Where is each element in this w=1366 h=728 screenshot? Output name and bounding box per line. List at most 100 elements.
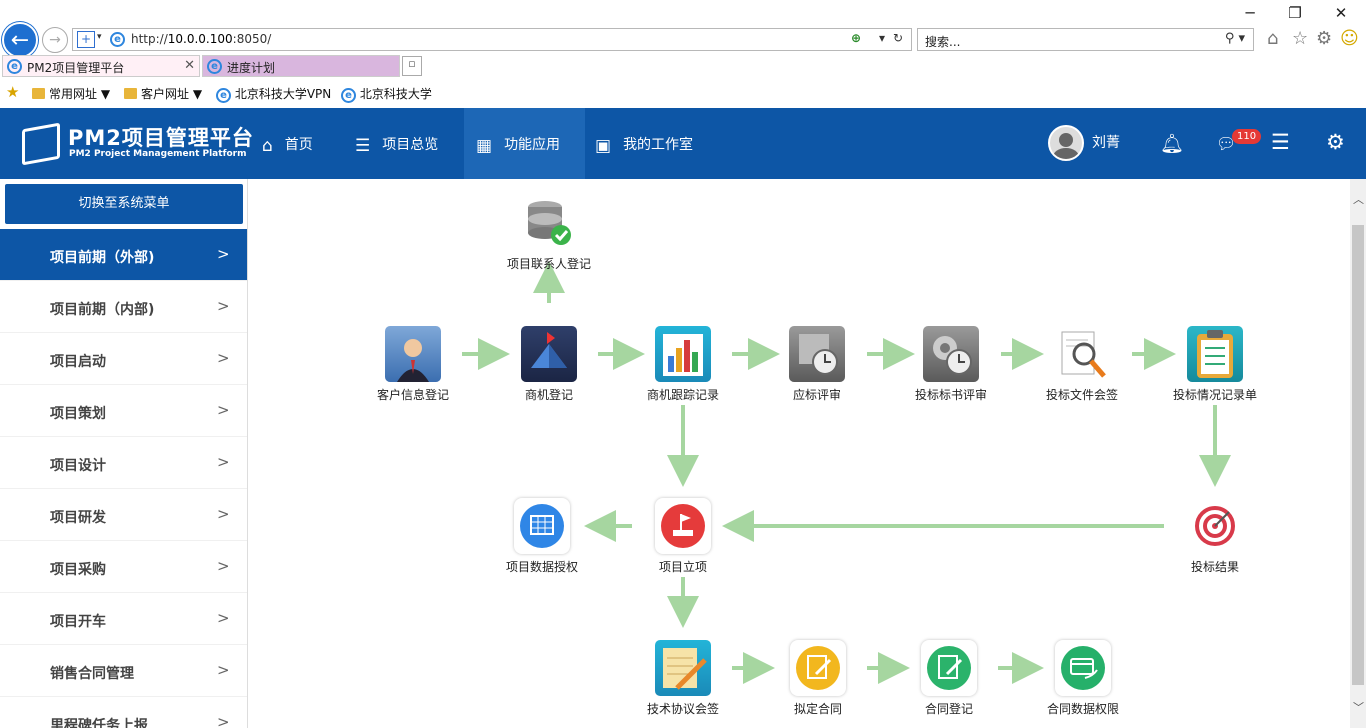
- refresh-icon[interactable]: ↻: [893, 31, 904, 45]
- fav-common-sites[interactable]: 常用网址 ▼: [32, 85, 110, 102]
- edit-document-icon: [790, 640, 846, 696]
- message-icon[interactable]: 💬︎: [1216, 134, 1237, 153]
- node-caption: 项目数据授权: [505, 560, 578, 574]
- sidebar-item-sales-contract[interactable]: 销售合同管理>: [0, 645, 247, 697]
- folder-icon: [124, 88, 137, 99]
- addon-icon[interactable]: ⊕: [851, 31, 862, 45]
- node-data-authorization[interactable]: 项目数据授权: [482, 498, 602, 575]
- nav-home[interactable]: ⌂首页: [262, 136, 313, 156]
- switch-system-menu-button[interactable]: 切换至系统菜单: [5, 184, 243, 224]
- new-tab-button[interactable]: ▫: [402, 56, 422, 76]
- tab-bar: e PM2项目管理平台 ✕ e 进度计划 ▫: [0, 55, 1366, 77]
- search-box[interactable]: 搜索... ⚲ ▾: [917, 28, 1254, 51]
- node-contract-permission[interactable]: 合同数据权限: [1023, 640, 1143, 717]
- node-project-setup[interactable]: 项目立项: [623, 498, 743, 575]
- url-text[interactable]: http://10.0.0.100:8050/: [131, 32, 272, 46]
- ie-icon: e: [216, 88, 231, 103]
- node-caption: 客户信息登记: [376, 388, 449, 402]
- node-caption: 商机跟踪记录: [646, 388, 719, 402]
- node-caption: 商机登记: [524, 388, 573, 402]
- scrollbar-thumb[interactable]: [1352, 225, 1364, 685]
- favorites-bar: ★ 常用网址 ▼ 客户网址 ▼ e 北京科技大学VPN e 北京科技大学: [0, 80, 1366, 106]
- app-logo[interactable]: PM2项目管理平台 PM2 Project Management Platfor…: [22, 122, 253, 168]
- menu-icon[interactable]: ☰: [1271, 130, 1290, 154]
- vertical-scrollbar[interactable]: ︿ ﹀: [1350, 179, 1366, 728]
- node-bid-doc-review[interactable]: 投标标书评审: [891, 326, 1011, 403]
- node-caption: 合同数据权限: [1046, 702, 1119, 716]
- briefcase-icon: ▣: [595, 136, 612, 156]
- sidebar-item-procurement[interactable]: 项目采购>: [0, 541, 247, 593]
- node-caption: 投标情况记录单: [1172, 388, 1257, 402]
- node-contract-register[interactable]: 合同登记: [889, 640, 1009, 717]
- restore-button[interactable]: ❐: [1288, 4, 1302, 22]
- node-draft-contract[interactable]: 拟定合同: [758, 640, 878, 717]
- close-tab-icon[interactable]: ✕: [184, 58, 195, 73]
- forward-button[interactable]: →: [42, 27, 68, 53]
- scroll-up-icon[interactable]: ︿: [1353, 193, 1364, 206]
- chevron-down-icon[interactable]: ▾: [97, 32, 102, 42]
- favorites-star-icon[interactable]: ☆: [1292, 28, 1309, 49]
- node-bid-review[interactable]: 应标评审: [757, 326, 877, 403]
- settings-gear-icon[interactable]: ⚙: [1326, 130, 1345, 154]
- bell-icon[interactable]: 🔔︎: [1160, 133, 1185, 155]
- node-bid-result[interactable]: 投标结果: [1155, 498, 1275, 575]
- gear-clock-icon: [923, 326, 979, 382]
- smiley-icon[interactable]: ☺: [1340, 28, 1359, 49]
- home-icon[interactable]: ⌂: [1267, 28, 1279, 49]
- tab-schedule[interactable]: e 进度计划: [202, 55, 400, 77]
- fav-ustb-vpn[interactable]: e 北京科技大学VPN: [216, 85, 331, 103]
- chevron-right-icon: >: [217, 401, 230, 419]
- app-header: PM2项目管理平台 PM2 Project Management Platfor…: [0, 108, 1366, 179]
- message-badge: 110: [1232, 129, 1262, 144]
- node-bid-doc-sign[interactable]: 投标文件会签: [1022, 326, 1142, 403]
- card-hand-icon: [1055, 640, 1111, 696]
- user-menu[interactable]: 刘菁: [1048, 125, 1120, 161]
- dropdown-icon[interactable]: ▾: [879, 31, 886, 45]
- node-opportunity-tracking[interactable]: 商机跟踪记录: [623, 326, 743, 403]
- node-contact-register[interactable]: 项目联系人登记: [489, 195, 609, 272]
- compat-view-icon[interactable]: +: [77, 31, 95, 48]
- magnifier-document-icon: [1054, 326, 1110, 382]
- address-bar[interactable]: + ▾ e http://10.0.0.100:8050/ ⊕ ▾ ↻: [72, 28, 912, 51]
- sidebar-item-milestone[interactable]: 里程碑任务上报>: [0, 697, 247, 728]
- bar-chart-icon: [655, 326, 711, 382]
- ie-icon: e: [7, 59, 22, 74]
- search-placeholder: 搜索...: [925, 35, 961, 49]
- flag-icon: [655, 498, 711, 554]
- ie-icon: e: [341, 88, 356, 103]
- logo-subtitle: PM2 Project Management Platform: [69, 149, 247, 159]
- node-caption: 应标评审: [792, 388, 841, 402]
- add-favorite-icon[interactable]: ★: [6, 83, 20, 101]
- node-opportunity[interactable]: 商机登记: [489, 326, 609, 403]
- sidebar-item-pre-internal[interactable]: 项目前期（内部)>: [0, 281, 247, 333]
- sidebar-item-start[interactable]: 项目启动>: [0, 333, 247, 385]
- pyramid-icon: [521, 326, 577, 382]
- chevron-right-icon: >: [217, 297, 230, 315]
- chevron-right-icon: >: [217, 661, 230, 679]
- sidebar-item-design[interactable]: 项目设计>: [0, 437, 247, 489]
- node-tech-agreement[interactable]: 技术协议会签: [623, 640, 743, 717]
- back-button[interactable]: ←: [2, 22, 38, 58]
- nav-my-studio[interactable]: ▣我的工作室: [595, 136, 694, 156]
- sidebar-item-rnd[interactable]: 项目研发>: [0, 489, 247, 541]
- browser-chrome: ─ ❐ ✕ ← → + ▾ e http://10.0.0.100:8050/ …: [0, 0, 1366, 108]
- chevron-right-icon: >: [217, 713, 230, 728]
- fav-client-sites[interactable]: 客户网址 ▼: [124, 85, 202, 102]
- node-customer-info[interactable]: 客户信息登记: [353, 326, 473, 403]
- sidebar-item-startup[interactable]: 项目开车>: [0, 593, 247, 645]
- nav-project-overview[interactable]: ☰项目总览: [355, 136, 439, 156]
- minimize-button[interactable]: ─: [1245, 4, 1255, 22]
- sidebar-item-pre-external[interactable]: 项目前期（外部)>: [0, 229, 247, 281]
- tab-pm2[interactable]: e PM2项目管理平台 ✕: [2, 55, 200, 77]
- logo-cube-icon: [22, 122, 60, 166]
- ie-icon: e: [110, 32, 125, 47]
- clipboard-icon: [1187, 326, 1243, 382]
- settings-gear-icon[interactable]: ⚙: [1316, 28, 1333, 49]
- node-bid-record[interactable]: 投标情况记录单: [1155, 326, 1275, 403]
- fav-ustb[interactable]: e 北京科技大学: [341, 85, 432, 103]
- sidebar-item-planning[interactable]: 项目策划>: [0, 385, 247, 437]
- nav-functions[interactable]: ▦功能应用: [464, 108, 585, 179]
- search-icon[interactable]: ⚲ ▾: [1224, 31, 1245, 46]
- scroll-down-icon[interactable]: ﹀: [1353, 701, 1364, 714]
- close-button[interactable]: ✕: [1334, 4, 1348, 22]
